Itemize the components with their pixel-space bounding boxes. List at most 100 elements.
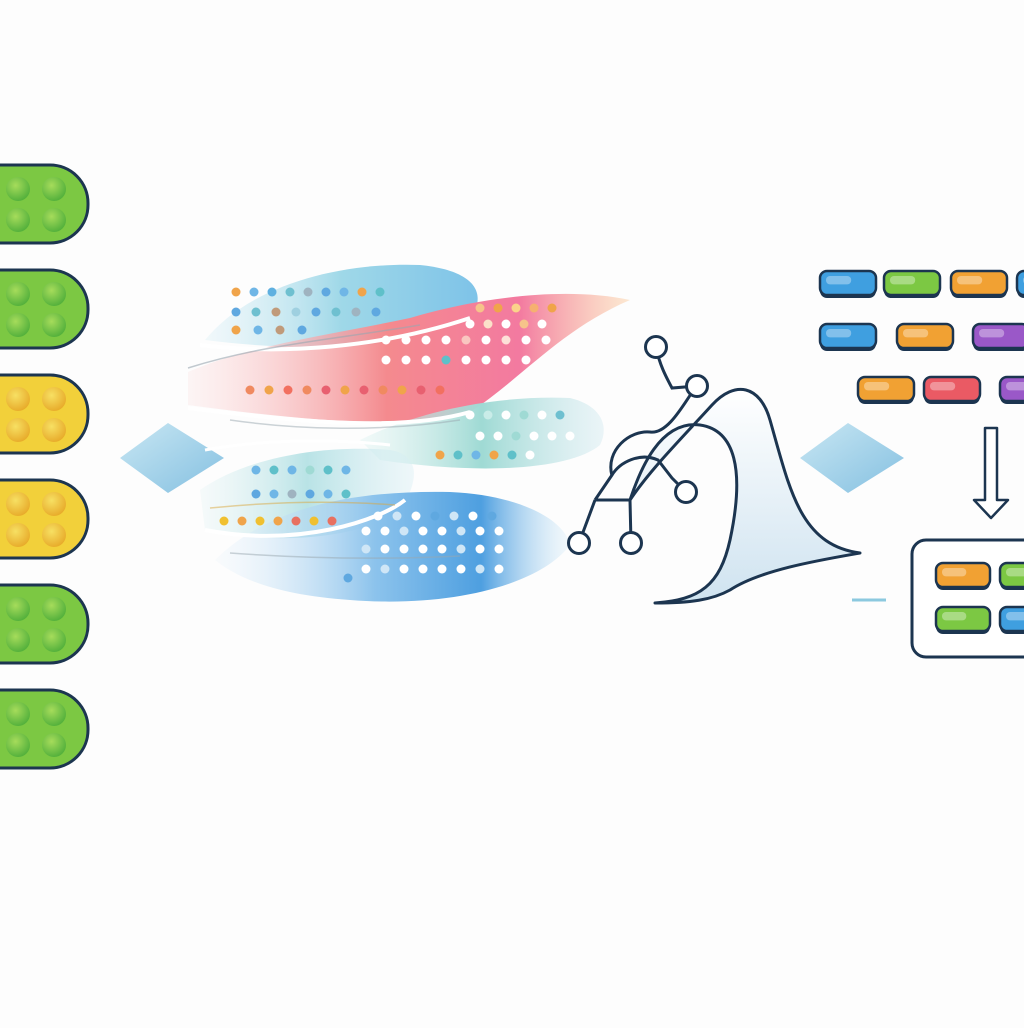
token-grid	[818, 269, 1024, 404]
stream-dot	[399, 564, 409, 574]
stream-dot	[231, 287, 241, 297]
pill-dot	[6, 523, 30, 547]
stream-dot	[501, 410, 511, 420]
flow-line	[229, 419, 461, 429]
stream-dot	[359, 385, 369, 395]
stream-dot	[285, 287, 295, 297]
stream-dot	[501, 355, 511, 365]
flow-line	[187, 324, 421, 369]
stream-dot	[303, 287, 313, 297]
stream-dot	[501, 335, 511, 345]
stream-dot	[537, 319, 547, 329]
token-chip	[934, 561, 992, 590]
stream-dot	[251, 307, 261, 317]
stream-dot	[547, 431, 557, 441]
token-chip	[1015, 269, 1024, 298]
diamond-arrow-icon	[800, 423, 904, 493]
stream-dot	[449, 511, 459, 521]
stream-dot	[465, 319, 475, 329]
pill-dot	[42, 492, 66, 516]
bell-curve	[628, 387, 862, 605]
token-chip	[949, 269, 1009, 298]
stream-dot	[537, 410, 547, 420]
stream-dot	[323, 489, 333, 499]
stream-dot	[501, 319, 511, 329]
stream-dot	[327, 516, 337, 526]
stream-dot	[493, 303, 503, 313]
stream-dot	[471, 450, 481, 460]
stream-dot	[441, 335, 451, 345]
stream-dot	[461, 335, 471, 345]
token-chip	[971, 322, 1024, 351]
stream-dot	[311, 307, 321, 317]
stream-dot	[555, 410, 565, 420]
pill-dot	[6, 628, 30, 652]
stream-dot	[399, 526, 409, 536]
pill-dot	[42, 597, 66, 621]
stream-dot	[483, 319, 493, 329]
stream-dot	[493, 431, 503, 441]
flow-line	[229, 552, 461, 559]
stream-dot	[475, 544, 485, 554]
stream-dot	[456, 544, 466, 554]
stream-dots	[219, 287, 575, 583]
stream-dot	[541, 335, 551, 345]
stream-dot	[231, 325, 241, 335]
stream-dot	[475, 431, 485, 441]
stream-dot	[437, 526, 447, 536]
diamond-arrow-icon	[120, 423, 224, 493]
stream-dot	[309, 516, 319, 526]
stream-dot	[255, 516, 265, 526]
stream-dot	[321, 287, 331, 297]
token-chip	[856, 375, 916, 404]
pill-dot	[6, 282, 30, 306]
pill-dot	[42, 418, 66, 442]
stream-dot	[521, 355, 531, 365]
stream-dot	[219, 516, 229, 526]
stream-dot	[519, 410, 529, 420]
stream-dot	[331, 307, 341, 317]
bell-curve-tree-icon	[567, 335, 862, 605]
stream-dot	[547, 303, 557, 313]
stream-dot	[475, 526, 485, 536]
stream-dot	[275, 325, 285, 335]
stream-dot	[487, 511, 497, 521]
stream-dot	[253, 325, 263, 335]
stream-dot	[321, 385, 331, 395]
tree-node	[674, 480, 698, 504]
stream-dot	[381, 335, 391, 345]
stream-dot	[418, 526, 428, 536]
arrow-down-icon	[972, 426, 1010, 520]
stream-dot	[381, 355, 391, 365]
stream-dot	[297, 325, 307, 335]
stream-dot	[475, 303, 485, 313]
token-chip	[998, 605, 1024, 634]
stream-dot	[375, 287, 385, 297]
stream-dot	[489, 450, 499, 460]
stream-dot	[401, 355, 411, 365]
pill-dot	[6, 733, 30, 757]
stream-dot	[421, 335, 431, 345]
stream-dot	[305, 465, 315, 475]
stream-dot	[380, 526, 390, 536]
blue-band	[215, 491, 570, 602]
stream-dot	[399, 544, 409, 554]
input-pill	[0, 478, 90, 560]
input-pill	[0, 373, 90, 455]
token-chip	[934, 605, 992, 634]
stream-dot	[343, 573, 353, 583]
stream-dot	[273, 516, 283, 526]
stream-dot	[302, 385, 312, 395]
pill-dot	[42, 733, 66, 757]
stream-dot	[494, 564, 504, 574]
token-chip	[998, 561, 1024, 590]
stream-dot	[237, 516, 247, 526]
tree-branch	[609, 384, 699, 477]
stream-dot	[341, 489, 351, 499]
stream-dot	[529, 303, 539, 313]
stream-dot	[494, 526, 504, 536]
stream-dot	[357, 287, 367, 297]
token-chip	[818, 269, 878, 298]
pill-dot	[6, 387, 30, 411]
stream-dot	[305, 489, 315, 499]
